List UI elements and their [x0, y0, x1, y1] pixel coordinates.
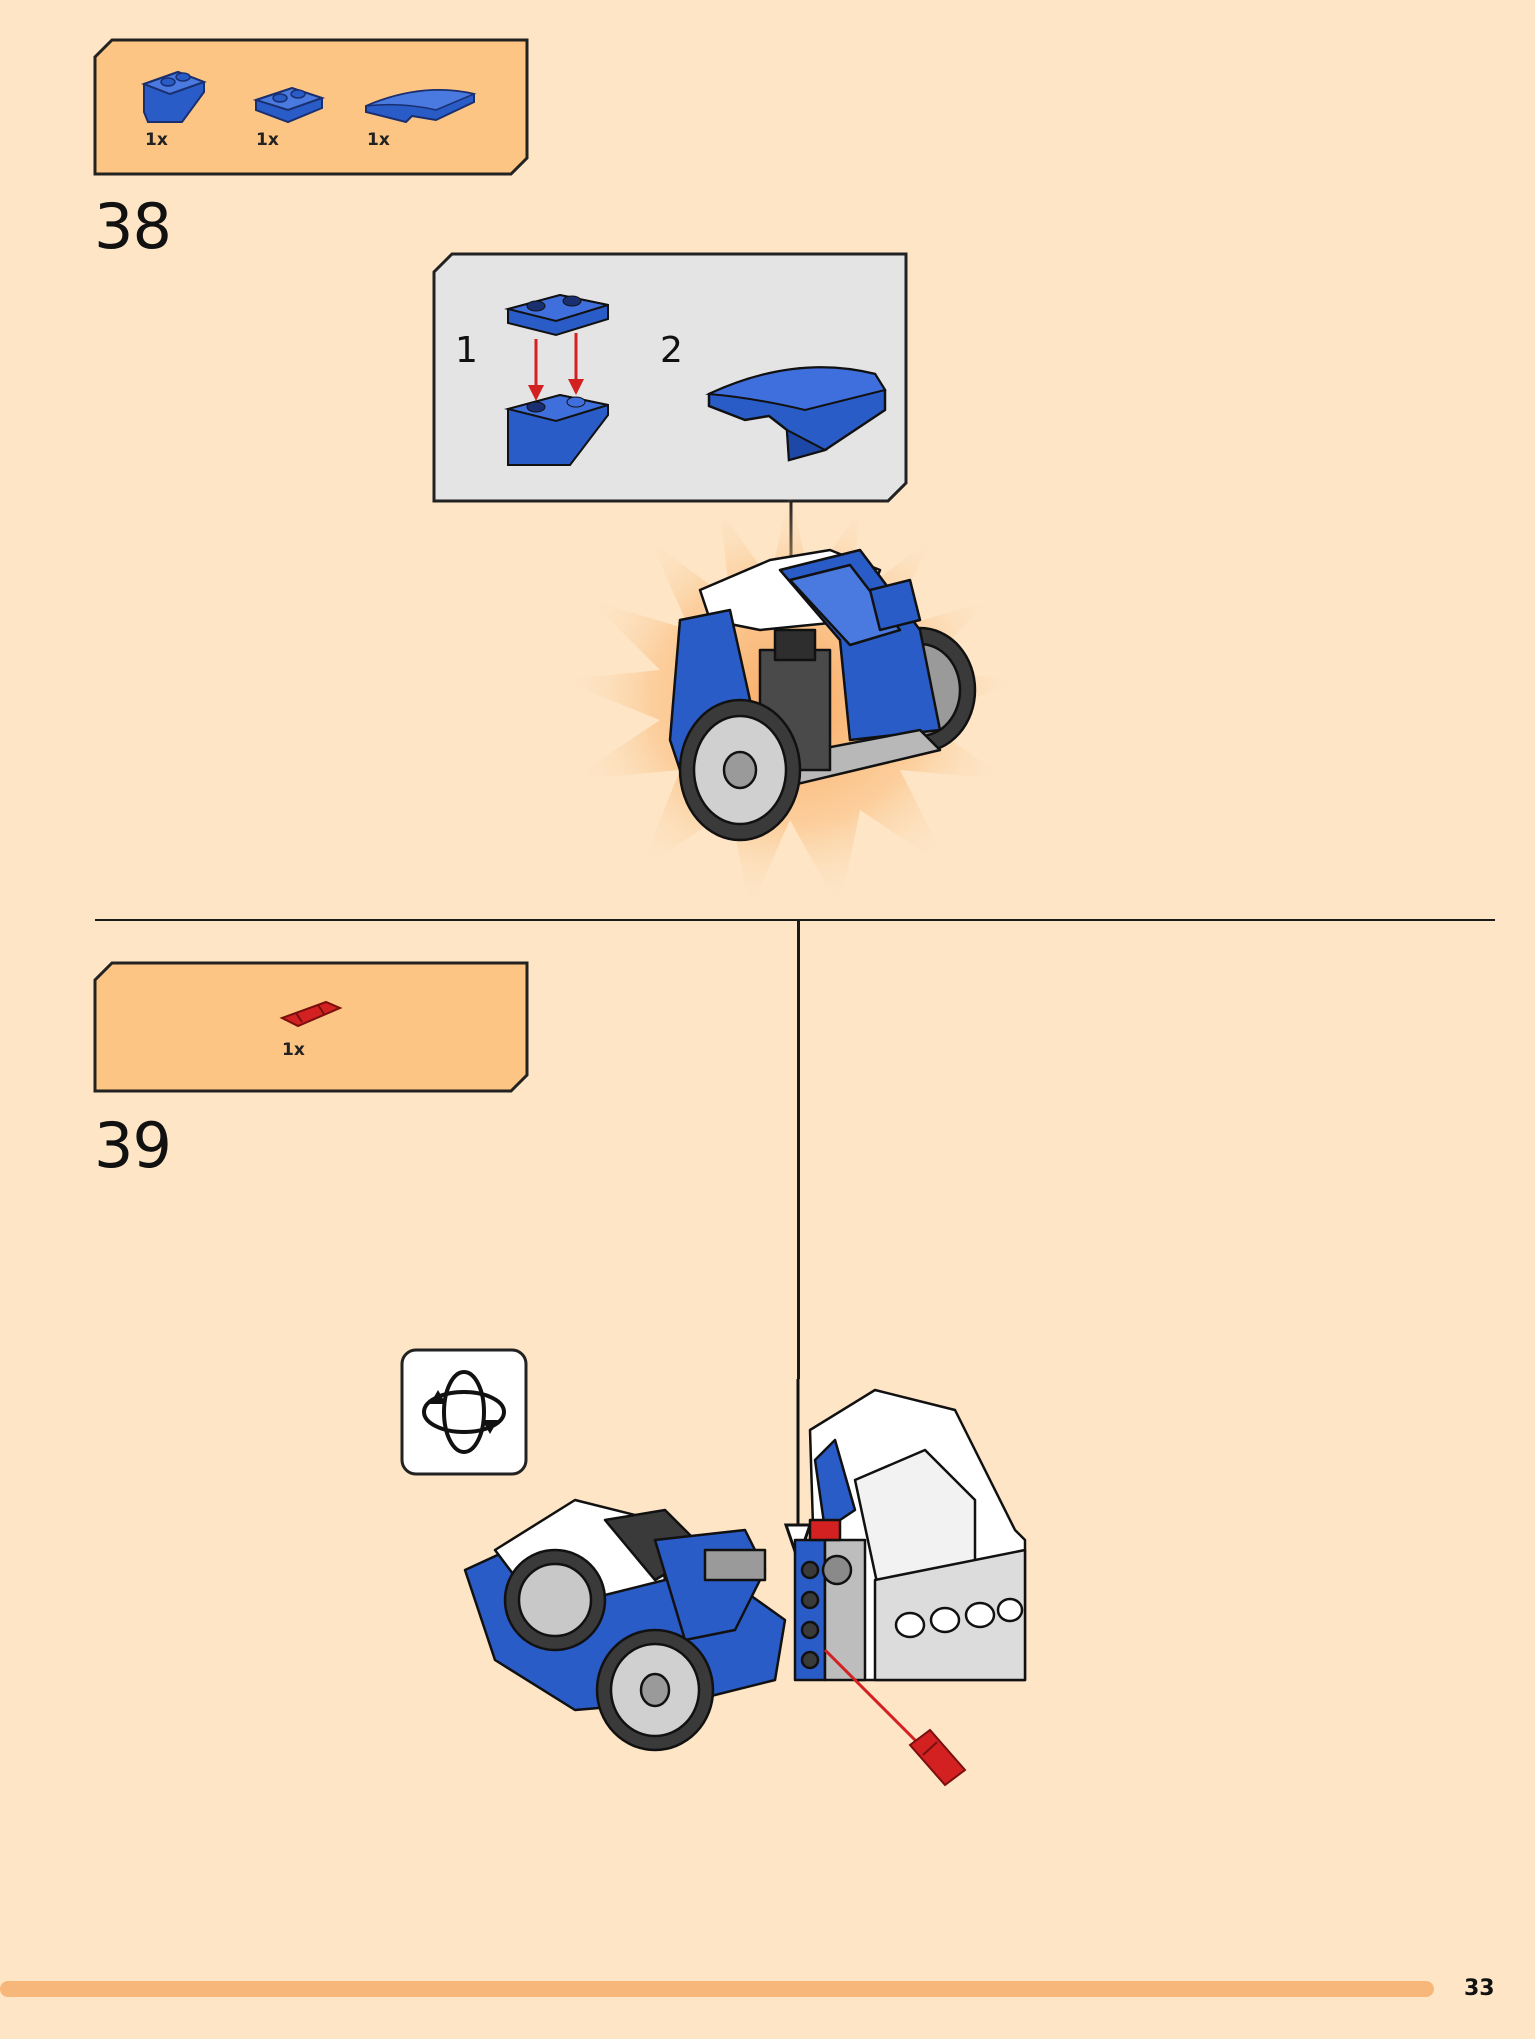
model-step-39: [463, 1388, 1027, 1787]
model-step-38: [560, 490, 1020, 910]
page-number: 33: [1464, 1976, 1495, 2001]
part-qty: 1x: [256, 130, 279, 150]
rotate-model-icon: [400, 1348, 528, 1476]
blue-inverted-slope-brick-icon: [141, 70, 207, 123]
red-axle-pin-icon: [279, 1000, 343, 1028]
step-number-38: 38: [94, 190, 172, 263]
blue-plate-1x2-icon: [252, 86, 326, 124]
part-qty: 1x: [282, 1040, 305, 1060]
blue-curved-slope-icon: [365, 89, 477, 124]
substep-number-2: 2: [660, 330, 683, 371]
step-divider-horizontal: [95, 919, 1495, 921]
step-divider-vertical: [797, 919, 800, 1379]
page-progress-bar: [0, 1981, 1434, 1997]
part-qty: 1x: [367, 130, 390, 150]
substep-1-illustration: [504, 293, 609, 466]
substep-2-illustration: [705, 366, 887, 462]
substep-number-1: 1: [455, 330, 478, 371]
step-number-39: 39: [94, 1109, 172, 1182]
part-qty: 1x: [145, 130, 168, 150]
